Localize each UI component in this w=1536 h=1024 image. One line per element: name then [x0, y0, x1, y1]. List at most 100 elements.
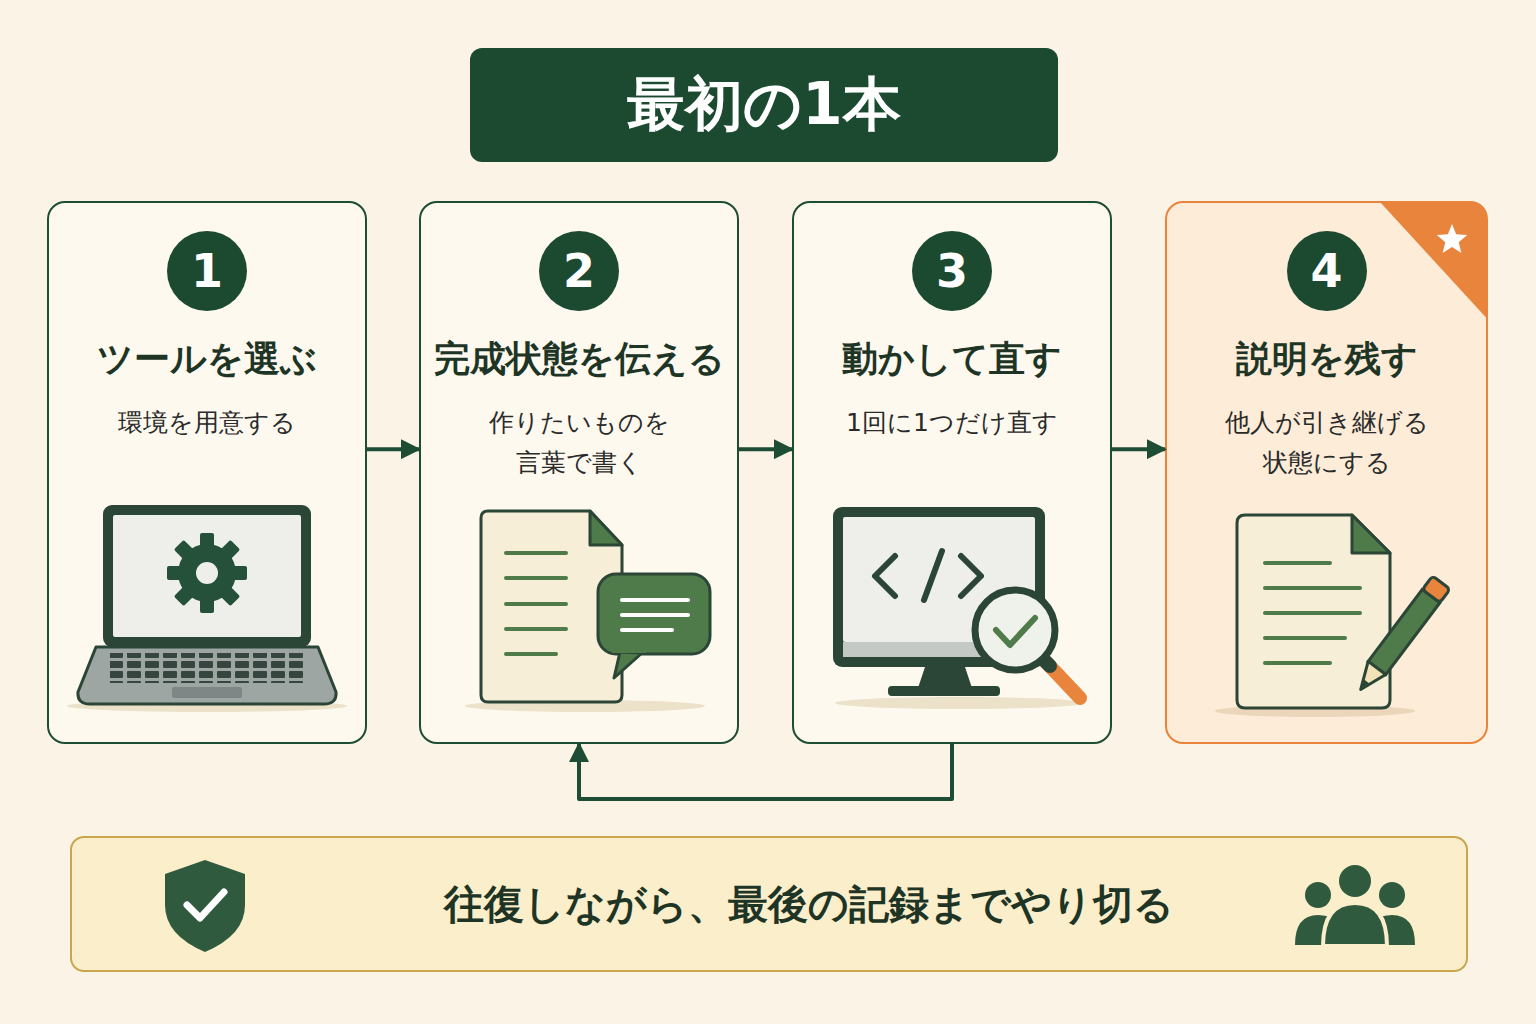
- step-body: 作りたいものを 言葉で書く: [439, 403, 719, 483]
- document-bubble-icon: [590, 511, 622, 545]
- laptop-icon: [103, 505, 311, 647]
- document-pencil-icon: [1357, 679, 1369, 692]
- document-bubble-icon: [506, 553, 566, 654]
- shield-icon: [165, 860, 245, 952]
- monitor-check-icon: [888, 686, 1000, 696]
- laptop-icon: [196, 562, 218, 584]
- document-pencil-icon: [1237, 515, 1390, 708]
- document-bubble-icon: [465, 511, 710, 712]
- step-number: 4: [1287, 231, 1367, 311]
- monitor-check-icon: [875, 551, 981, 600]
- laptop-icon: [218, 584, 241, 607]
- laptop-icon: [178, 544, 236, 602]
- summary-band: 往復しながら、最後の記録までやり切る: [70, 836, 1468, 972]
- star-badge: [1380, 202, 1487, 318]
- laptop-icon: [218, 540, 241, 563]
- monitor-check-icon: [833, 507, 1085, 709]
- laptop-icon: [167, 533, 247, 613]
- document-pencil-icon: [1265, 563, 1360, 663]
- document-pencil-icon: [1265, 561, 1330, 565]
- document-bubble-icon: [612, 648, 646, 653]
- step-number: 2: [539, 231, 619, 311]
- star-badge: [1437, 224, 1467, 253]
- document-bubble-icon: [506, 551, 566, 555]
- step-card: 4説明を残す他人が引き継げる 状態にする: [1165, 201, 1488, 744]
- step-body: 1回に1つだけ直す: [812, 403, 1092, 443]
- document-bubble-icon: [622, 613, 688, 617]
- star-badge: [1380, 202, 1487, 318]
- document-pencil-icon: [1352, 515, 1390, 553]
- document-bubble-icon: [614, 652, 642, 678]
- document-pencil-icon: [1368, 589, 1440, 674]
- flow-arrow: [367, 447, 419, 451]
- flow-arrow: [579, 744, 952, 799]
- laptop-icon: [172, 687, 242, 698]
- monitor-check-icon: [961, 556, 981, 596]
- monitor-check-icon: [843, 517, 1035, 642]
- monitor-check-icon: [996, 618, 1035, 645]
- monitor-check-icon: [835, 697, 1085, 709]
- document-pencil-icon: [1265, 586, 1360, 590]
- people-icon: [1305, 882, 1331, 908]
- document-bubble-icon: [506, 576, 566, 580]
- document-bubble-icon: [506, 602, 566, 606]
- people-icon: [1295, 915, 1340, 945]
- laptop-icon: [167, 566, 185, 580]
- step-number: 1: [167, 231, 247, 311]
- monitor-check-icon: [1040, 656, 1050, 666]
- shield-icon: [187, 892, 224, 918]
- document-pencil-icon: [1265, 661, 1330, 665]
- laptop-icon: [67, 505, 347, 712]
- people-icon: [1379, 882, 1405, 908]
- laptop-icon: [200, 533, 214, 551]
- document-bubble-icon: [506, 627, 566, 631]
- document-pencil-icon: [1265, 611, 1360, 615]
- band-text: 往復しながら、最後の記録までやり切る: [444, 877, 1174, 932]
- flow-arrow: [1112, 447, 1165, 451]
- step-card: 2 完成状態を伝える作りたいものを 言葉で書く: [419, 201, 739, 744]
- laptop-icon: [174, 540, 197, 563]
- document-pencil-icon: [1215, 515, 1450, 717]
- laptop-icon: [110, 653, 306, 683]
- document-pencil-icon: [1352, 661, 1386, 696]
- monitor-check-icon: [875, 556, 895, 596]
- people-icon: [1337, 863, 1373, 899]
- monitor-check-icon: [975, 590, 1055, 670]
- document-bubble-icon: [506, 652, 556, 656]
- document-bubble-icon: [481, 511, 622, 702]
- shield-icon: [165, 860, 245, 952]
- monitor-check-icon: [924, 551, 942, 600]
- step-body: 環境を用意する: [67, 403, 347, 443]
- step-card: 3 動かして直す 1回に1つだけ直す: [792, 201, 1112, 744]
- monitor-check-icon: [918, 667, 972, 688]
- step-heading: 動かして直す: [842, 337, 1062, 381]
- step-card: 1 ツールを選ぶ環境を用意する: [47, 201, 367, 744]
- monitor-check-icon: [1046, 662, 1080, 698]
- laptop-icon: [78, 647, 336, 704]
- document-pencil-icon: [1422, 576, 1450, 603]
- monitor-check-icon: [843, 642, 1035, 657]
- document-bubble-icon: [622, 628, 672, 632]
- laptop-icon: [200, 595, 214, 613]
- document-bubble-icon: [622, 600, 688, 630]
- document-pencil-icon: [1215, 705, 1415, 717]
- people-icon: [1323, 903, 1387, 946]
- document-bubble-icon: [622, 598, 688, 602]
- monitor-check-icon: [833, 507, 1045, 667]
- document-bubble-icon: [598, 574, 710, 654]
- step-heading: 完成状態を伝える: [434, 337, 725, 381]
- document-bubble-icon: [465, 700, 705, 712]
- step-heading: ツールを選ぶ: [97, 337, 317, 381]
- step-body: 他人が引き継げる 状態にする: [1187, 403, 1467, 483]
- flow-arrow: [739, 447, 792, 451]
- step-number: 3: [912, 231, 992, 311]
- diagram-title: 最初の1本: [470, 48, 1058, 162]
- laptop-icon: [67, 700, 347, 712]
- people-icon: [1370, 915, 1415, 945]
- laptop-icon: [229, 566, 247, 580]
- document-pencil-icon: [1352, 576, 1450, 696]
